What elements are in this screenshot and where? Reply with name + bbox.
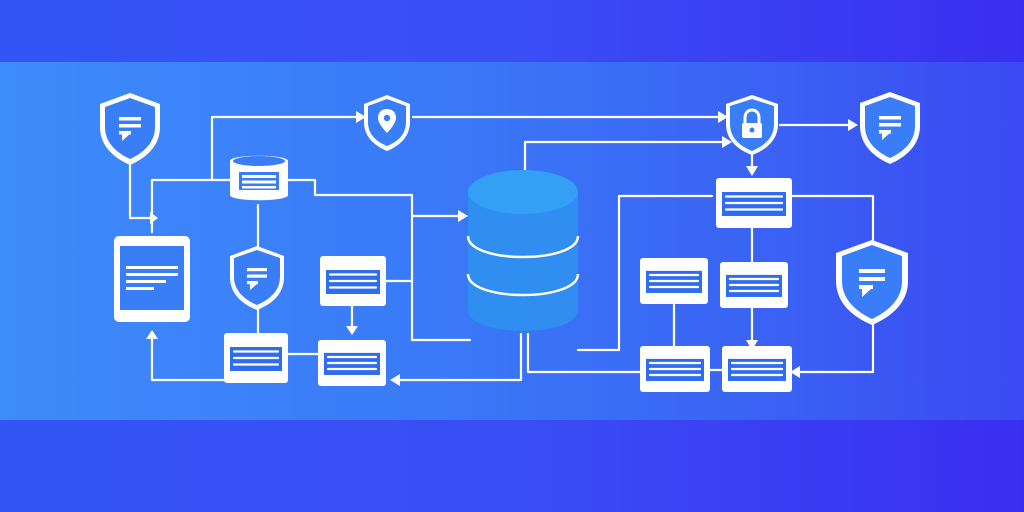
connector — [794, 320, 875, 374]
record-card-icon — [716, 178, 792, 228]
connector — [523, 140, 728, 172]
connector — [526, 332, 642, 374]
record-card-icon — [720, 262, 788, 308]
shield-lock-icon — [726, 95, 778, 155]
arrowhead — [722, 136, 732, 148]
arrowhead — [718, 111, 728, 123]
shield-document-icon — [100, 93, 160, 165]
database-icon — [230, 155, 288, 201]
record-card-icon — [320, 256, 386, 306]
arrowheads — [146, 111, 858, 386]
record-card-icon — [318, 340, 386, 386]
shield-document-icon — [860, 92, 920, 164]
arrowhead — [346, 326, 358, 335]
arrowhead — [746, 340, 758, 350]
arrowhead — [458, 210, 468, 222]
connector — [128, 163, 152, 220]
record-cards — [224, 178, 792, 392]
record-card-icon — [224, 333, 288, 383]
record-card-icon — [640, 258, 708, 304]
record-card-icon — [722, 346, 792, 392]
arrowhead — [848, 119, 858, 131]
connector — [395, 332, 523, 382]
arrowhead — [390, 374, 400, 386]
connectors — [128, 115, 875, 382]
database-icon — [466, 170, 580, 331]
connector — [286, 178, 472, 342]
connector — [790, 194, 875, 242]
arrowhead — [146, 330, 158, 339]
shield-location-icon — [364, 95, 410, 151]
connector — [150, 334, 226, 382]
record-card-icon — [640, 346, 710, 392]
tablet-icon — [114, 236, 190, 322]
connector — [576, 194, 714, 352]
shield-document-icon — [230, 246, 284, 310]
arrowhead — [150, 212, 158, 224]
arrowhead — [356, 111, 366, 123]
arrowhead — [790, 366, 800, 378]
shield-document-icon — [836, 240, 908, 325]
arrowhead — [746, 166, 758, 176]
